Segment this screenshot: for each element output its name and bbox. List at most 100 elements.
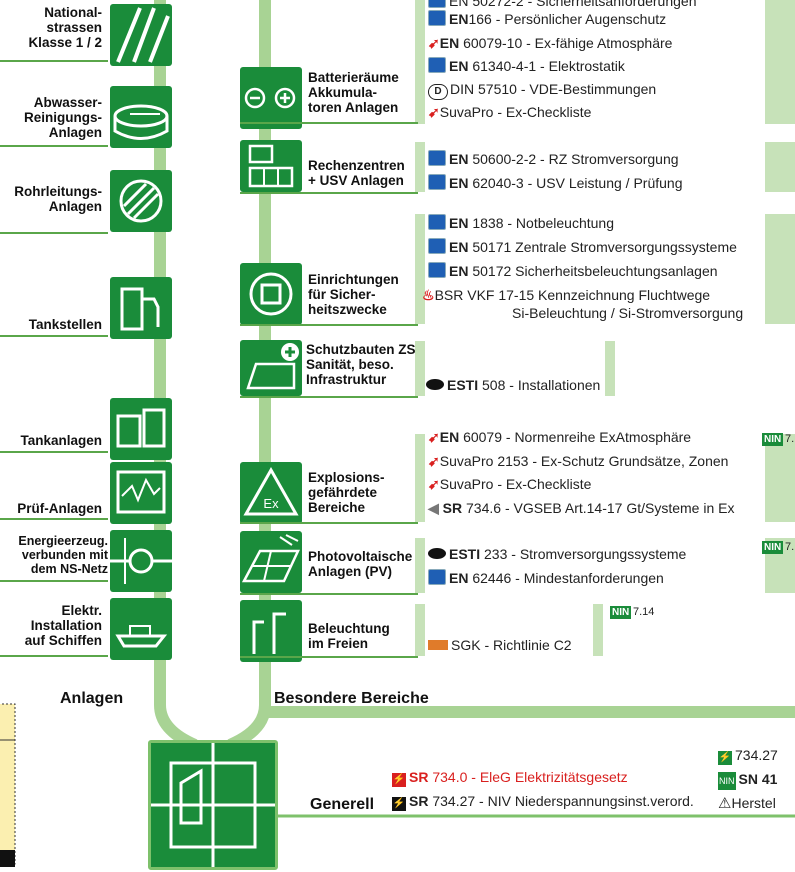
label-tankstellen: Tankstellen [28,317,102,332]
nin-badge: NIN [762,433,784,446]
eu-flag-icon [428,262,446,278]
ex-zone-icon: Ex [240,462,302,524]
light-bars [415,0,795,656]
standard-en62040: EN 62040-3 - USV Leistung / Prüfung [428,174,682,192]
esti-eye-icon [426,379,444,390]
underline [240,192,418,194]
label-abwasser: Abwasser-Reinigungs-Anlagen [24,95,102,140]
tank-icon [110,398,172,460]
sgk-icon [428,640,448,650]
eu-flag-icon [428,214,446,230]
underline [240,122,418,124]
eu-flag-icon [428,57,446,73]
standard-en60079-10: ➹EN 60079-10 - Ex-fähige Atmosphäre [428,35,673,51]
right-edge-hersteller: ⚠Herstel [718,795,776,812]
section-generell: Generell [310,796,375,813]
standard-sr734-6: ◀ SR 734.6 - VGSEB Art.14-17 Gt/Systeme … [428,500,735,516]
underline [0,580,108,582]
standard-en50172: EN 50172 Sicherheitsbeleuchtungsanlagen [428,262,718,280]
suva-icon: ➹ [428,35,440,51]
standard-en166: EN166 - Persönlicher Augenschutz [428,10,666,28]
underline [0,451,108,453]
nin-badge: NIN [718,772,736,790]
eu-flag-icon [428,238,446,254]
bolt-icon: ⚡ [392,773,406,787]
svg-text:Ex: Ex [263,496,279,511]
standard-partial-top: EN 50272-2 - Sicherheitsanforderungen [428,0,697,10]
shelter-icon [240,340,302,396]
din-icon: D [428,84,448,100]
standard-en1838: EN 1838 - Notbeleuchtung [428,214,614,232]
dark-corner-block [0,850,15,867]
server-icon [240,140,302,192]
standard-en50600: EN 50600-2-2 - RZ Stromversorgung [428,150,679,168]
dotted-box [0,703,16,865]
underline [0,518,108,520]
safety-stop-icon [240,263,302,325]
underline [240,324,418,326]
nin-number: 7. [785,541,795,553]
suva-icon: ➹ [428,429,440,445]
street-light-icon [240,600,302,662]
standard-en61340: EN 61340-4-1 - Elektrostatik [428,57,625,75]
underline [240,656,418,658]
underline [0,60,108,62]
eu-flag-icon [428,150,446,166]
generell-icon [148,740,278,870]
underline [240,396,418,398]
underline [240,522,418,524]
sr-arrow-icon: ◀ [428,500,439,516]
suva-icon: ➹ [428,476,440,492]
suva-icon: ➹ [428,104,440,120]
standard-suvapro-2153: ➹SuvaPro 2153 - Ex-Schutz Grundsätze, Zo… [428,453,729,469]
underline [0,145,108,147]
nin-badge: NIN [610,606,632,619]
test-equipment-icon [110,462,172,524]
label-rohrleitungs: Rohrleitungs-Anlagen [14,184,102,214]
underline [240,593,418,595]
section-besondere: Besondere Bereiche [274,690,429,707]
eu-flag-icon [428,0,446,8]
nin-number: 7.14 [633,606,655,618]
label-pruefanlagen: Prüf-Anlagen [17,501,102,516]
standard-sgk: SGK - Richtlinie C2 [428,636,572,654]
eu-flag-icon [428,10,446,26]
fuel-pump-icon [110,277,172,339]
standard-suvapro-check: ➹SuvaPro - Ex-Checkliste [428,104,592,120]
standard-bsr-vkf: ♨BSR VKF 17-15 Kennzeichnung Fluchtwege [422,287,711,303]
fire-icon: ♨ [422,287,435,303]
grid-connection-icon [110,530,172,592]
underline [0,655,108,657]
pipeline-icon [110,170,172,232]
sewage-plant-icon [110,86,172,148]
right-edge-734-27: ⚡734.27 [718,747,778,765]
warning-icon: ⚠ [718,795,732,812]
ship-icon [110,598,172,660]
nin-badge: NIN [762,541,784,554]
label-rechenzentren: Rechenzentren+ USV Anlagen [308,158,405,188]
bolt-icon: ⚡ [392,797,406,811]
highway-icon [110,4,172,66]
standard-en62446: EN 62446 - Mindestanforderungen [428,569,664,587]
underline [0,232,108,234]
solar-panel-icon [240,531,302,593]
standard-sr734-0: ⚡SR 734.0 - EleG Elektrizitätsgesetz [392,769,628,787]
standard-sr734-27: ⚡SR 734.27 - NIV Niederspannungsinst.ver… [392,793,694,811]
standard-en50171: EN 50171 Zentrale Stromversorgungssystem… [428,238,737,256]
standard-esti508: ESTI 508 - Installationen [426,376,600,394]
underline [0,335,108,337]
esti-eye-icon [428,548,446,559]
standard-suvapro-check-ex: ➹SuvaPro - Ex-Checkliste [428,476,592,492]
